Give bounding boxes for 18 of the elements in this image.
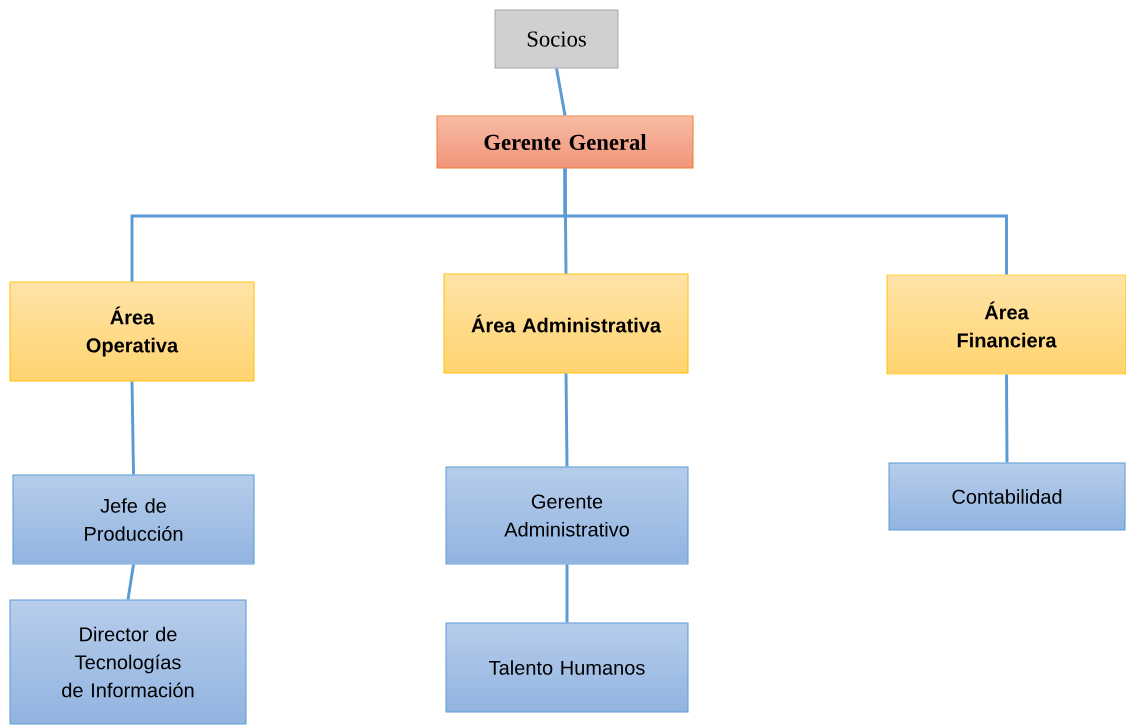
org-box: Socios (494, 9, 619, 69)
area-box: Área Operativa (9, 281, 255, 382)
connector-line (555, 68, 567, 116)
unit-box: Gerente Administrativo (445, 466, 689, 565)
connector-line (565, 564, 569, 623)
unit-box: Jefe de Producción (12, 474, 255, 565)
org-box: Gerente General (436, 115, 694, 169)
connector-line (126, 564, 135, 600)
connector-line (563, 168, 568, 274)
connector-line (563, 168, 1008, 275)
area-box: Área Administrativa (443, 273, 689, 374)
connector-line (130, 381, 135, 475)
unit-box: Director de Tecnologías de Información (9, 599, 247, 725)
unit-box: Contabilidad (888, 462, 1126, 531)
connector-line (1005, 374, 1009, 463)
connector-line (564, 373, 569, 467)
area-box: Área Financiera (886, 274, 1126, 375)
unit-box: Talento Humanos (445, 622, 689, 713)
